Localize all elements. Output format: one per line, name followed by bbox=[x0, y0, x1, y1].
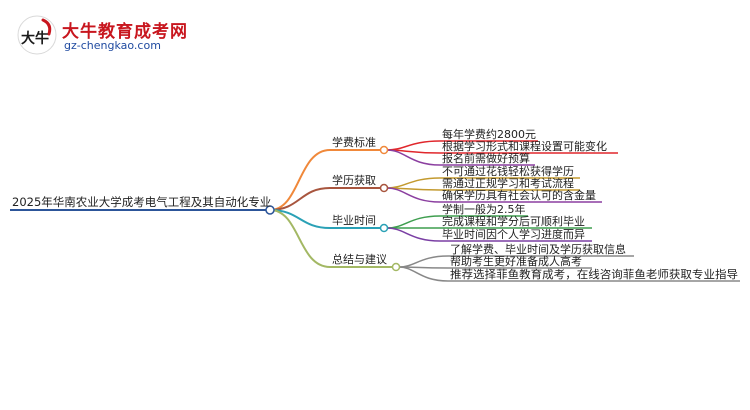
leaf-grad-1: 学制一般为2.5年 bbox=[442, 202, 526, 216]
fee-leaf-line-3 bbox=[386, 149, 535, 166]
leaf-summary-2: 帮助考生更好准备成人高考 bbox=[450, 254, 582, 268]
leaf-summary-1: 了解学费、毕业时间及学历获取信息 bbox=[450, 242, 626, 256]
summary-leaf-line-3 bbox=[398, 266, 740, 282]
leaf-grad-3: 毕业时间因个人学习进度而异 bbox=[442, 227, 585, 241]
leaf-fee-2: 根据学习形式和课程设置可能变化 bbox=[442, 139, 607, 153]
root-collapse-dot bbox=[265, 205, 275, 215]
root-label: 2025年华南农业大学成考电气工程及其自动化专业 bbox=[12, 195, 271, 209]
grad-collapse-dot bbox=[379, 223, 389, 233]
site-logo: 大牛 大牛教育成考网 gz-chengkao.com bbox=[16, 14, 216, 58]
node-dots bbox=[265, 145, 401, 272]
node-labels: 2025年华南农业大学成考电气工程及其自动化专业 学费标准 学历获取 毕业时间 … bbox=[12, 127, 738, 281]
leaf-fee-1: 每年学费约2800元 bbox=[442, 127, 536, 141]
degree-collapse-dot bbox=[379, 183, 389, 193]
logo-mark-text: 大牛 bbox=[21, 30, 49, 47]
leaf-degree-1: 不可通过花钱轻松获得学历 bbox=[442, 164, 574, 178]
branch-label-summary: 总结与建议 bbox=[332, 252, 387, 266]
leaf-degree-2: 需通过正规学习和考试流程 bbox=[442, 176, 574, 190]
branch-label-fee: 学费标准 bbox=[332, 135, 376, 149]
root-to-summary bbox=[269, 209, 331, 268]
degree-leaf-line-3 bbox=[386, 187, 602, 203]
leaf-fee-3: 报名前需做好预算 bbox=[442, 151, 530, 165]
branch-label-degree: 学历获取 bbox=[332, 173, 376, 187]
fee-collapse-dot bbox=[379, 145, 389, 155]
grad-leaf-line-3 bbox=[386, 227, 592, 242]
logo-mark-icon: 大牛 bbox=[17, 15, 57, 55]
leaf-summary-3: 推荐选择菲鱼教育成考，在线咨询菲鱼老师获取专业指导 bbox=[450, 267, 738, 281]
summary-collapse-dot bbox=[391, 262, 401, 272]
branch-label-grad: 毕业时间 bbox=[332, 214, 376, 227]
leaf-grad-2: 完成课程和学分后可顺利毕业 bbox=[442, 214, 585, 228]
logo-title: 大牛教育成考网 bbox=[62, 22, 188, 42]
root-to-fee bbox=[269, 149, 331, 211]
root-to-degree bbox=[269, 187, 331, 211]
connector-lines bbox=[10, 140, 740, 282]
leaf-degree-3: 确保学历具有社会认可的含金量 bbox=[442, 188, 596, 202]
logo-url: gz-chengkao.com bbox=[64, 39, 161, 52]
